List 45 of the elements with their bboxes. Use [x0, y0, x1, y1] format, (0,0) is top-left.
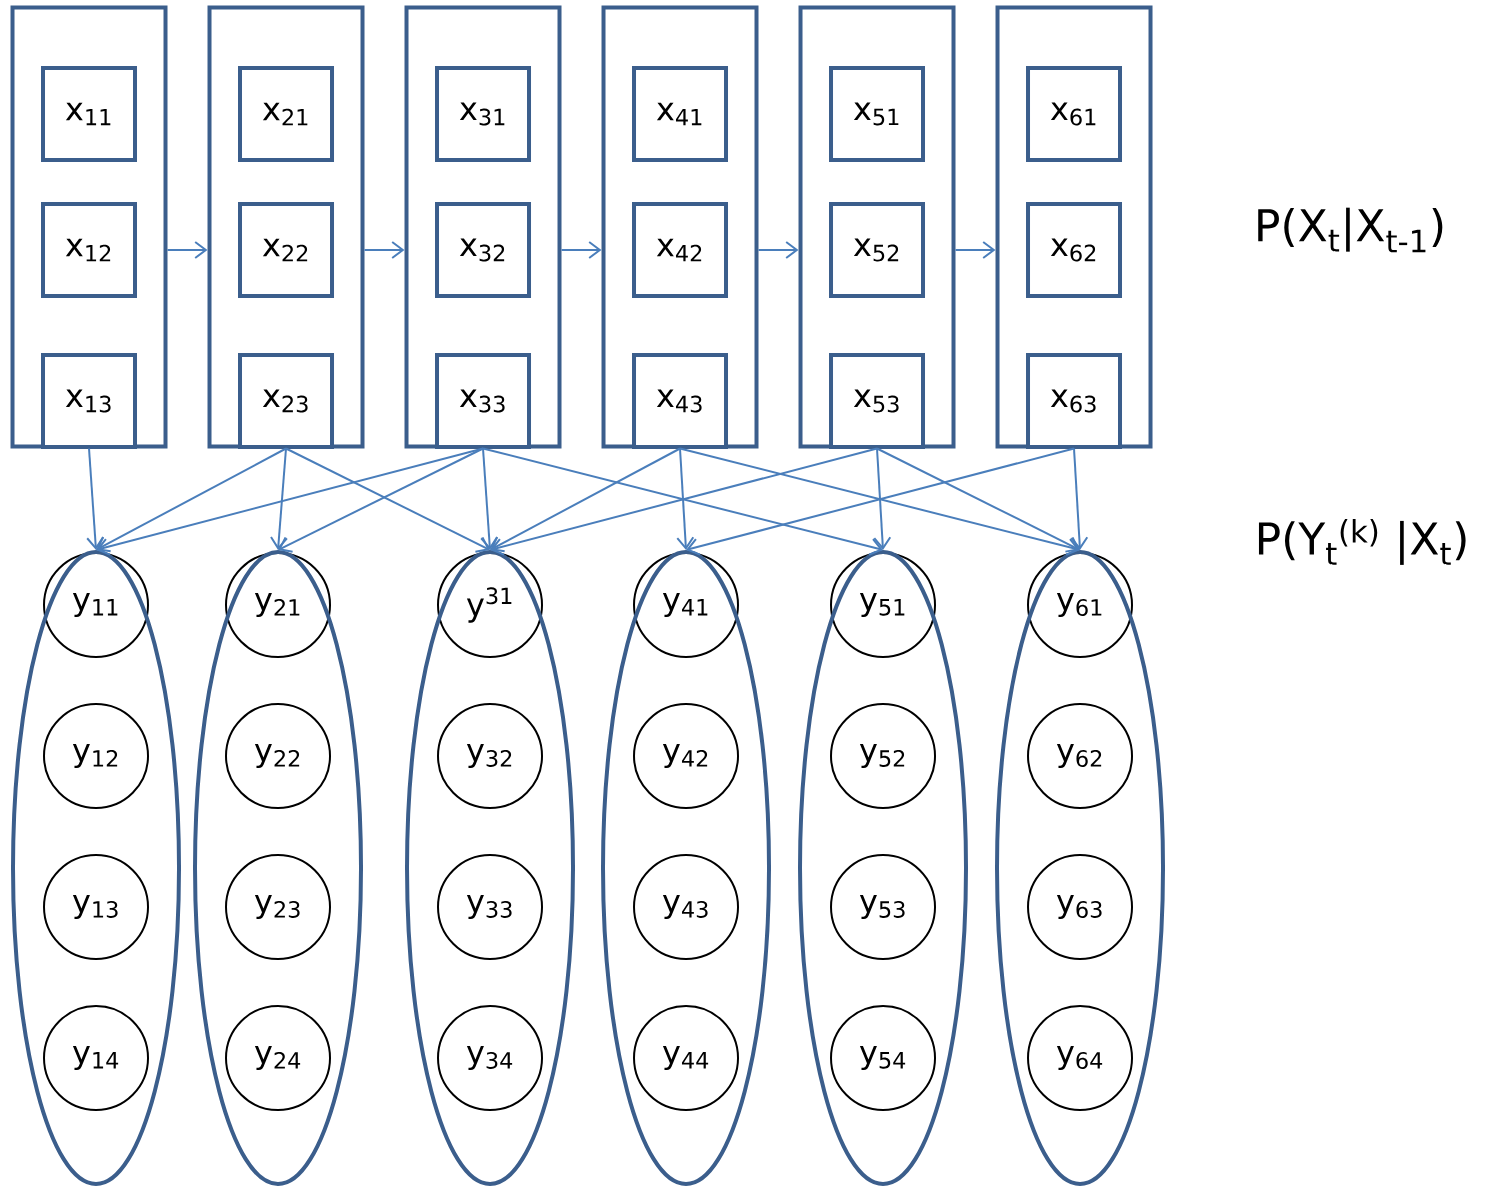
variable-box: x$_{12}$ [41, 202, 137, 298]
formula-label: P(Y$_{t}$$^{(k)}$ |X$_{t}$) [1258, 519, 1466, 565]
arrow [490, 447, 681, 553]
arrow [363, 241, 405, 259]
variable-box: x$_{31}$ [435, 66, 531, 162]
variable-box: x$_{51}$ [829, 66, 925, 162]
variable-box: x$_{42}$ [632, 202, 728, 298]
arrow [676, 447, 695, 550]
variable-box: x$_{43}$ [632, 353, 728, 449]
variable-box: x$_{11}$ [41, 66, 137, 162]
variable-box: x$_{32}$ [435, 202, 531, 298]
variable-box: x$_{41}$ [632, 66, 728, 162]
group-ellipse [798, 550, 968, 1186]
variable-box: x$_{22}$ [238, 202, 334, 298]
variable-box: x$_{33}$ [435, 353, 531, 449]
arrow [876, 447, 1080, 553]
variable-box: x$_{63}$ [1026, 353, 1122, 449]
column-box [798, 5, 956, 449]
arrow [873, 447, 892, 550]
group-ellipse [11, 550, 181, 1186]
column-box [404, 5, 562, 449]
arrow [96, 447, 484, 556]
column-box [995, 5, 1153, 449]
arrow [166, 241, 208, 259]
variable-box: x$_{13}$ [41, 353, 137, 449]
variable-box: x$_{61}$ [1026, 66, 1122, 162]
arrow [270, 447, 288, 550]
variable-box: x$_{21}$ [238, 66, 334, 162]
arrow [96, 447, 287, 553]
variable-box: x$_{62}$ [1026, 202, 1122, 298]
variable-box: x$_{52}$ [829, 202, 925, 298]
arrow [954, 241, 996, 259]
variable-box: x$_{53}$ [829, 353, 925, 449]
column-box [601, 5, 759, 449]
column-box [207, 5, 365, 449]
column-box [10, 5, 168, 449]
formula-label: P(X$_{t}$|X$_{t-1}$) [1258, 207, 1443, 253]
group-ellipse [601, 550, 771, 1186]
variable-box: x$_{23}$ [238, 353, 334, 449]
group-ellipse [193, 550, 363, 1186]
arrow [1070, 447, 1089, 550]
arrow [560, 241, 602, 259]
group-ellipse [405, 550, 575, 1186]
arrow [757, 241, 799, 259]
group-ellipse [995, 550, 1165, 1186]
